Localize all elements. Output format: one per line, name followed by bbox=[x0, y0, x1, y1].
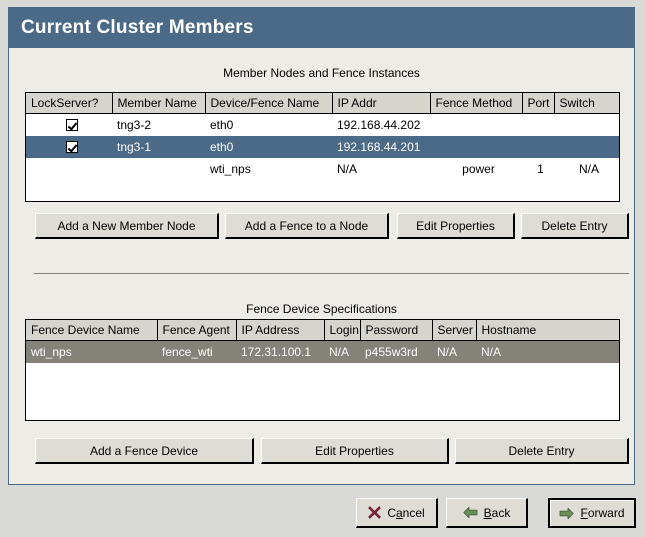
cell-device-fence-name: eth0 bbox=[210, 139, 234, 154]
cell-lockserver bbox=[26, 158, 112, 180]
members-table: LockServer? Member Name Device/Fence Nam… bbox=[26, 93, 619, 180]
cell-ip-addr: 192.168.44.201 bbox=[337, 139, 421, 154]
cell-server: N/A bbox=[437, 344, 458, 359]
forward-label: Forward bbox=[580, 506, 625, 520]
column-header-password[interactable]: Password bbox=[360, 320, 433, 341]
cell-member-name: tng3-2 bbox=[117, 117, 152, 132]
arrow-right-icon bbox=[559, 507, 575, 520]
column-header-lockserver[interactable]: LockServer? bbox=[26, 93, 113, 114]
cell-fence-agent: fence_wti bbox=[162, 344, 213, 359]
column-header-login[interactable]: Login bbox=[324, 320, 361, 341]
edit-properties-member-button[interactable]: Edit Properties bbox=[397, 213, 515, 239]
members-section-title: Member Nodes and Fence Instances bbox=[223, 66, 420, 80]
delete-entry-member-button[interactable]: Delete Entry bbox=[521, 213, 629, 239]
cell-port bbox=[522, 136, 554, 158]
column-header-fence-agent[interactable]: Fence Agent bbox=[157, 320, 237, 341]
cell-switch bbox=[554, 136, 619, 158]
cell-lockserver[interactable] bbox=[26, 114, 112, 136]
cell-member-name bbox=[112, 158, 205, 180]
column-header-switch[interactable]: Switch bbox=[554, 93, 619, 114]
cell-fence-method bbox=[430, 114, 522, 136]
devices-table-header-row: Fence Device Name Fence Agent IP Address… bbox=[26, 320, 619, 341]
cell-switch bbox=[554, 114, 619, 136]
members-table-container[interactable]: LockServer? Member Name Device/Fence Nam… bbox=[25, 92, 620, 202]
add-fence-to-node-button[interactable]: Add a Fence to a Node bbox=[225, 213, 389, 239]
table-row[interactable]: wti_nps N/A power 1 N/A bbox=[26, 157, 619, 180]
cancel-label: Cancel bbox=[387, 505, 425, 520]
table-row[interactable]: tng3-2 eth0 192.168.44.202 bbox=[26, 113, 619, 136]
column-header-fence-device-name[interactable]: Fence Device Name bbox=[26, 320, 158, 341]
section-separator bbox=[34, 273, 629, 274]
cell-ip-address: 172.31.100.1 bbox=[241, 344, 312, 359]
cell-fence-method bbox=[430, 136, 522, 158]
cell-device-fence-name: eth0 bbox=[210, 117, 234, 132]
column-header-server[interactable]: Server bbox=[432, 320, 477, 341]
column-header-device-fence-name[interactable]: Device/Fence Name bbox=[205, 93, 333, 114]
cell-ip-addr: N/A bbox=[337, 161, 358, 176]
arrow-left-icon bbox=[463, 506, 478, 519]
edit-properties-device-button[interactable]: Edit Properties bbox=[261, 438, 449, 464]
add-new-member-node-button[interactable]: Add a New Member Node bbox=[35, 213, 219, 239]
table-row[interactable]: wti_nps fence_wti 172.31.100.1 N/A p455w… bbox=[26, 340, 619, 363]
cell-device-fence-name: wti_nps bbox=[210, 161, 251, 176]
back-button[interactable]: Back bbox=[446, 498, 528, 528]
column-header-member-name[interactable]: Member Name bbox=[112, 93, 206, 114]
checkbox-icon[interactable] bbox=[65, 118, 78, 131]
title-bar: Current Cluster Members bbox=[9, 8, 634, 48]
table-row[interactable]: tng3-1 eth0 192.168.44.201 bbox=[26, 135, 619, 158]
column-header-ip-address[interactable]: IP Address bbox=[236, 320, 325, 341]
cell-fence-method: power bbox=[462, 161, 495, 176]
cell-port bbox=[522, 114, 554, 136]
cell-ip-addr: 192.168.44.202 bbox=[337, 117, 421, 132]
checkbox-icon[interactable] bbox=[65, 140, 78, 153]
devices-table-container[interactable]: Fence Device Name Fence Agent IP Address… bbox=[25, 319, 620, 421]
column-header-fence-method[interactable]: Fence Method bbox=[430, 93, 523, 114]
cell-hostname: N/A bbox=[481, 344, 502, 359]
members-table-header-row: LockServer? Member Name Device/Fence Nam… bbox=[26, 93, 619, 114]
devices-section-title: Fence Device Specifications bbox=[246, 302, 397, 316]
page-title: Current Cluster Members bbox=[21, 17, 254, 38]
column-header-port[interactable]: Port bbox=[522, 93, 555, 114]
cell-switch: N/A bbox=[578, 161, 599, 176]
devices-table: Fence Device Name Fence Agent IP Address… bbox=[26, 320, 619, 363]
cancel-button[interactable]: Cancel bbox=[356, 498, 438, 528]
cell-fence-device-name: wti_nps bbox=[31, 344, 72, 359]
cancel-x-icon bbox=[368, 506, 382, 519]
column-header-hostname[interactable]: Hostname bbox=[476, 320, 619, 341]
delete-entry-device-button[interactable]: Delete Entry bbox=[455, 438, 629, 464]
cell-lockserver[interactable] bbox=[26, 136, 112, 158]
content-panel: Current Cluster Members Member Nodes and… bbox=[8, 7, 635, 485]
cell-member-name: tng3-1 bbox=[117, 139, 152, 154]
back-label: Back bbox=[483, 505, 511, 520]
cell-port: 1 bbox=[537, 161, 544, 176]
cell-login: N/A bbox=[329, 344, 350, 359]
cell-password: p455w3rd bbox=[365, 344, 418, 359]
column-header-ip-addr[interactable]: IP Addr bbox=[332, 93, 431, 114]
forward-button[interactable]: Forward bbox=[548, 498, 636, 528]
add-fence-device-button[interactable]: Add a Fence Device bbox=[35, 438, 254, 464]
